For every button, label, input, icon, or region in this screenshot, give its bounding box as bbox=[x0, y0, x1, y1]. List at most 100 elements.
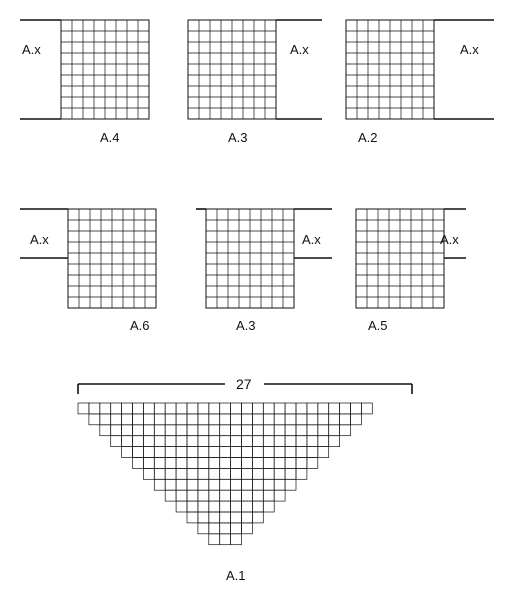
grid-cell bbox=[219, 533, 231, 546]
grid-cell bbox=[175, 446, 188, 458]
grid-cell bbox=[197, 478, 210, 491]
grid-cell bbox=[197, 511, 210, 524]
grid-cell bbox=[153, 402, 166, 415]
grid-cell bbox=[208, 413, 221, 426]
grid-cell bbox=[306, 457, 319, 469]
grid-cell bbox=[350, 413, 362, 426]
grid-cell bbox=[262, 457, 275, 469]
grid-cell bbox=[197, 402, 210, 415]
a1-chart-label: A.1 bbox=[226, 568, 246, 583]
grid-cell bbox=[219, 457, 231, 469]
grid-cell bbox=[219, 522, 231, 535]
a3-mid-side-label: A.x bbox=[302, 232, 321, 247]
grid-cell bbox=[153, 435, 166, 447]
grid-cell bbox=[186, 478, 199, 491]
grid-cell bbox=[230, 468, 242, 480]
grid-cell bbox=[361, 402, 373, 415]
grid-cell bbox=[219, 424, 231, 437]
grid-cell bbox=[230, 435, 242, 447]
grid-cell bbox=[284, 424, 297, 437]
grid-cell bbox=[197, 489, 210, 502]
grid-cell bbox=[306, 402, 319, 415]
grid-cell bbox=[99, 413, 112, 426]
a2-side-label: A.x bbox=[460, 42, 479, 57]
grid-cell bbox=[273, 424, 286, 437]
grid-cell bbox=[262, 424, 275, 437]
grid-cell bbox=[262, 489, 275, 502]
a3-top-chart-label: A.3 bbox=[228, 130, 248, 145]
grid-cell bbox=[208, 500, 221, 513]
grid-cell bbox=[121, 402, 133, 415]
grid-cell bbox=[273, 402, 286, 415]
grid-cell bbox=[153, 478, 166, 491]
grid-cell bbox=[164, 478, 177, 491]
grid-cell bbox=[110, 413, 122, 426]
grid-cell bbox=[143, 457, 155, 469]
a6-side-label: A.x bbox=[30, 232, 49, 247]
grid-cell bbox=[284, 402, 297, 415]
grid-cell bbox=[241, 489, 253, 502]
grid-cell bbox=[110, 402, 122, 415]
grid-cell bbox=[121, 435, 133, 447]
grid-cell bbox=[197, 457, 210, 469]
grid-cell bbox=[110, 435, 122, 447]
grid-cell bbox=[208, 435, 221, 447]
grid-cell bbox=[241, 500, 253, 513]
a4-chart-label: A.4 bbox=[100, 130, 120, 145]
grid-cell bbox=[273, 435, 286, 447]
chart-a2: A.x A.2 bbox=[345, 19, 494, 145]
grid-cell bbox=[164, 402, 177, 415]
grid-cell bbox=[186, 457, 199, 469]
chart-a6: A.x A.6 bbox=[20, 208, 157, 333]
grid-cell bbox=[295, 402, 308, 415]
a2-chart-label: A.2 bbox=[358, 130, 378, 145]
grid-cell bbox=[208, 489, 221, 502]
grid-cell bbox=[252, 446, 264, 458]
grid-cell bbox=[262, 413, 275, 426]
grid-cell bbox=[219, 478, 231, 491]
grid-cell bbox=[175, 457, 188, 469]
grid-cell bbox=[132, 413, 144, 426]
grid-cell bbox=[219, 413, 231, 426]
grid-cell bbox=[88, 402, 101, 415]
grid-cell bbox=[295, 468, 308, 480]
grid-cell bbox=[284, 446, 297, 458]
grid-cell bbox=[208, 457, 221, 469]
grid-cell bbox=[164, 489, 177, 502]
a3-top-side-label: A.x bbox=[290, 42, 309, 57]
grid-cell bbox=[175, 424, 188, 437]
grid-cell bbox=[306, 435, 319, 447]
grid-cell bbox=[99, 402, 112, 415]
grid-cell bbox=[252, 402, 264, 415]
a5-side-label: A.x bbox=[440, 232, 459, 247]
grid-cell bbox=[132, 457, 144, 469]
grid-cell bbox=[143, 402, 155, 415]
grid-cell bbox=[164, 424, 177, 437]
grid-cell bbox=[252, 424, 264, 437]
a1-span-label: 27 bbox=[236, 376, 252, 392]
grid-cell bbox=[241, 522, 253, 535]
grid-cell bbox=[219, 489, 231, 502]
grid-cell bbox=[77, 402, 90, 415]
grid-cell bbox=[273, 457, 286, 469]
grid-cell bbox=[252, 457, 264, 469]
grid-cell bbox=[121, 413, 133, 426]
grid-cell bbox=[295, 435, 308, 447]
grid-cell bbox=[208, 468, 221, 480]
grid-cell bbox=[197, 500, 210, 513]
grid-cell bbox=[241, 413, 253, 426]
grid-cell bbox=[230, 500, 242, 513]
grid-cell bbox=[241, 435, 253, 447]
grid-cell bbox=[121, 446, 133, 458]
grid-cell bbox=[262, 446, 275, 458]
grid-cell bbox=[241, 468, 253, 480]
grid-cell bbox=[219, 435, 231, 447]
grid-cell bbox=[186, 489, 199, 502]
grid-cell bbox=[230, 522, 242, 535]
grid-cell bbox=[186, 468, 199, 480]
a3-mid-chart-label: A.3 bbox=[236, 318, 256, 333]
a4-side-label: A.x bbox=[22, 42, 41, 57]
grid-cell bbox=[273, 468, 286, 480]
grid-cell bbox=[295, 446, 308, 458]
